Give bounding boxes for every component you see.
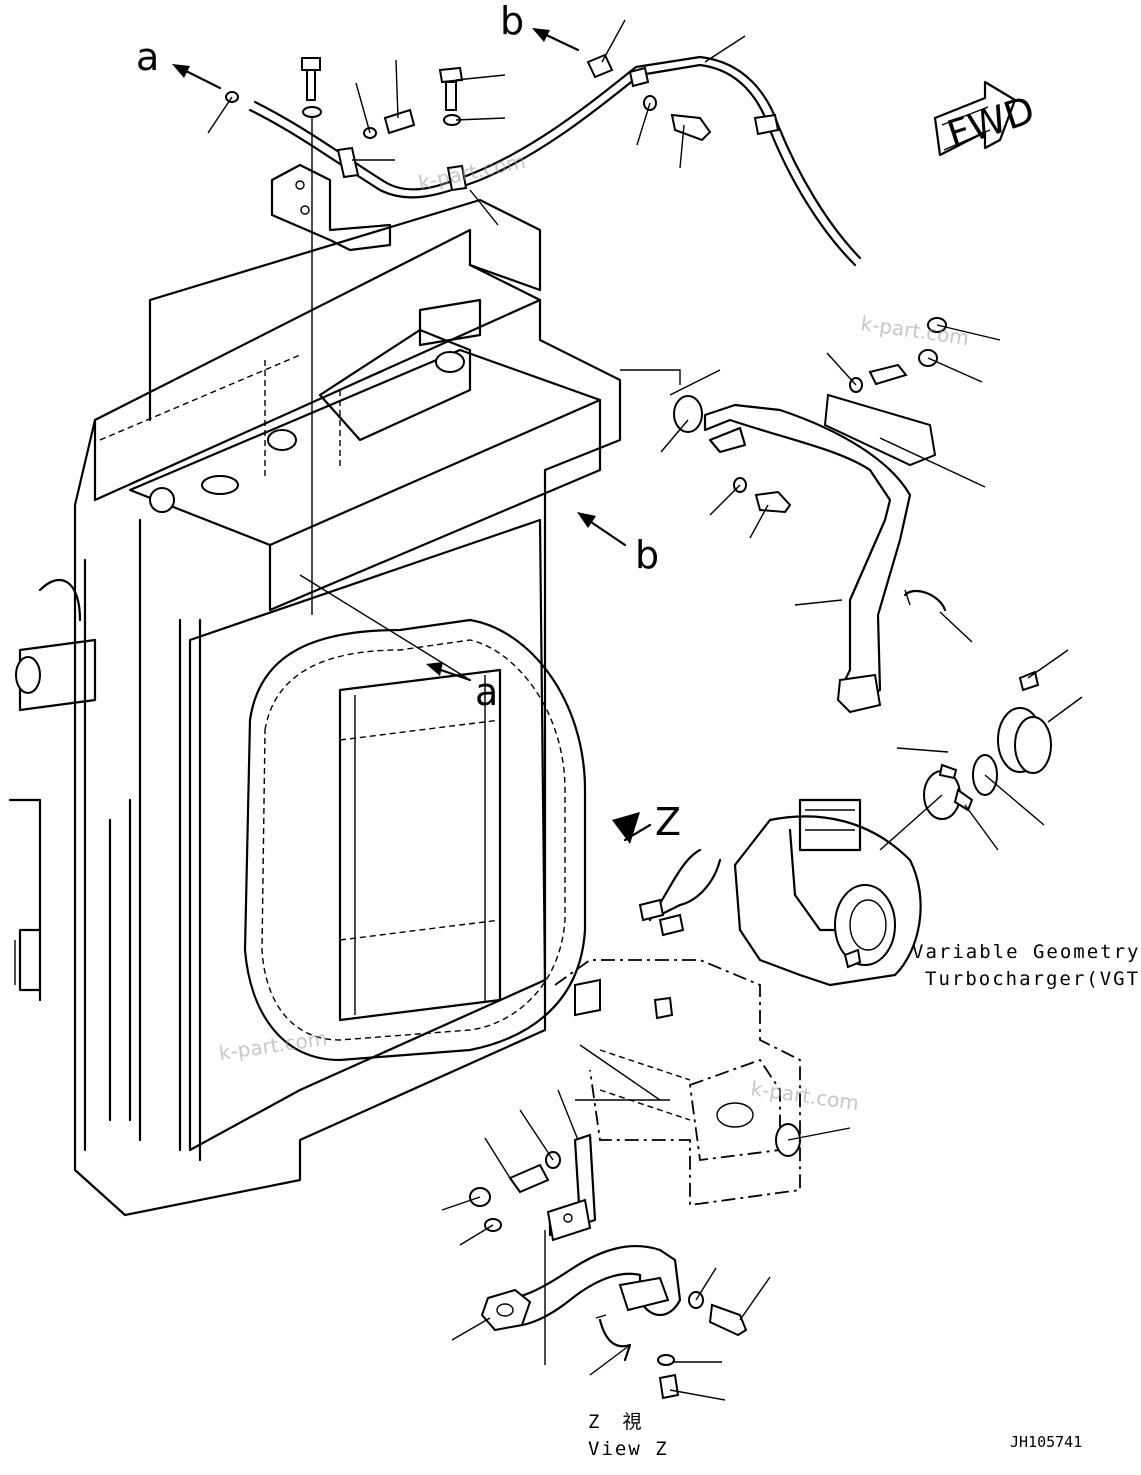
view-z-caption-line1: Z 視 bbox=[588, 1411, 643, 1433]
top-tube-assembly bbox=[225, 53, 862, 615]
leader-lines bbox=[207, 19, 1083, 1401]
vgt-caption-line2: Turbocharger(VGT) bbox=[925, 968, 1141, 990]
watermark-3: k-part.com bbox=[217, 1026, 328, 1065]
right-pipe-assembly bbox=[673, 317, 1052, 820]
drawing-code: JH105741 bbox=[1010, 1433, 1082, 1451]
watermark-4: k-part.com bbox=[749, 1076, 860, 1115]
watermark-1: k-part.com bbox=[416, 149, 528, 195]
engine-block-lower bbox=[469, 959, 801, 1400]
view-marker-a-top: a bbox=[136, 35, 159, 79]
fwd-label: FWD bbox=[942, 88, 1040, 157]
watermark-2: k-part.com bbox=[859, 311, 970, 350]
vgt-caption-line1: Variable Geometry bbox=[912, 941, 1140, 963]
view-z-caption-line2: View Z bbox=[588, 1438, 669, 1460]
view-marker-z: Z bbox=[655, 800, 681, 844]
view-marker-b-right: b bbox=[635, 533, 659, 577]
turbocharger bbox=[638, 798, 922, 987]
view-marker-arrows bbox=[172, 28, 652, 844]
radiator-assembly bbox=[8, 163, 622, 1217]
view-marker-a-center: a bbox=[475, 670, 498, 714]
fwd-arrow-sign: FWD bbox=[933, 80, 1040, 157]
view-marker-b-top: b bbox=[500, 0, 524, 43]
